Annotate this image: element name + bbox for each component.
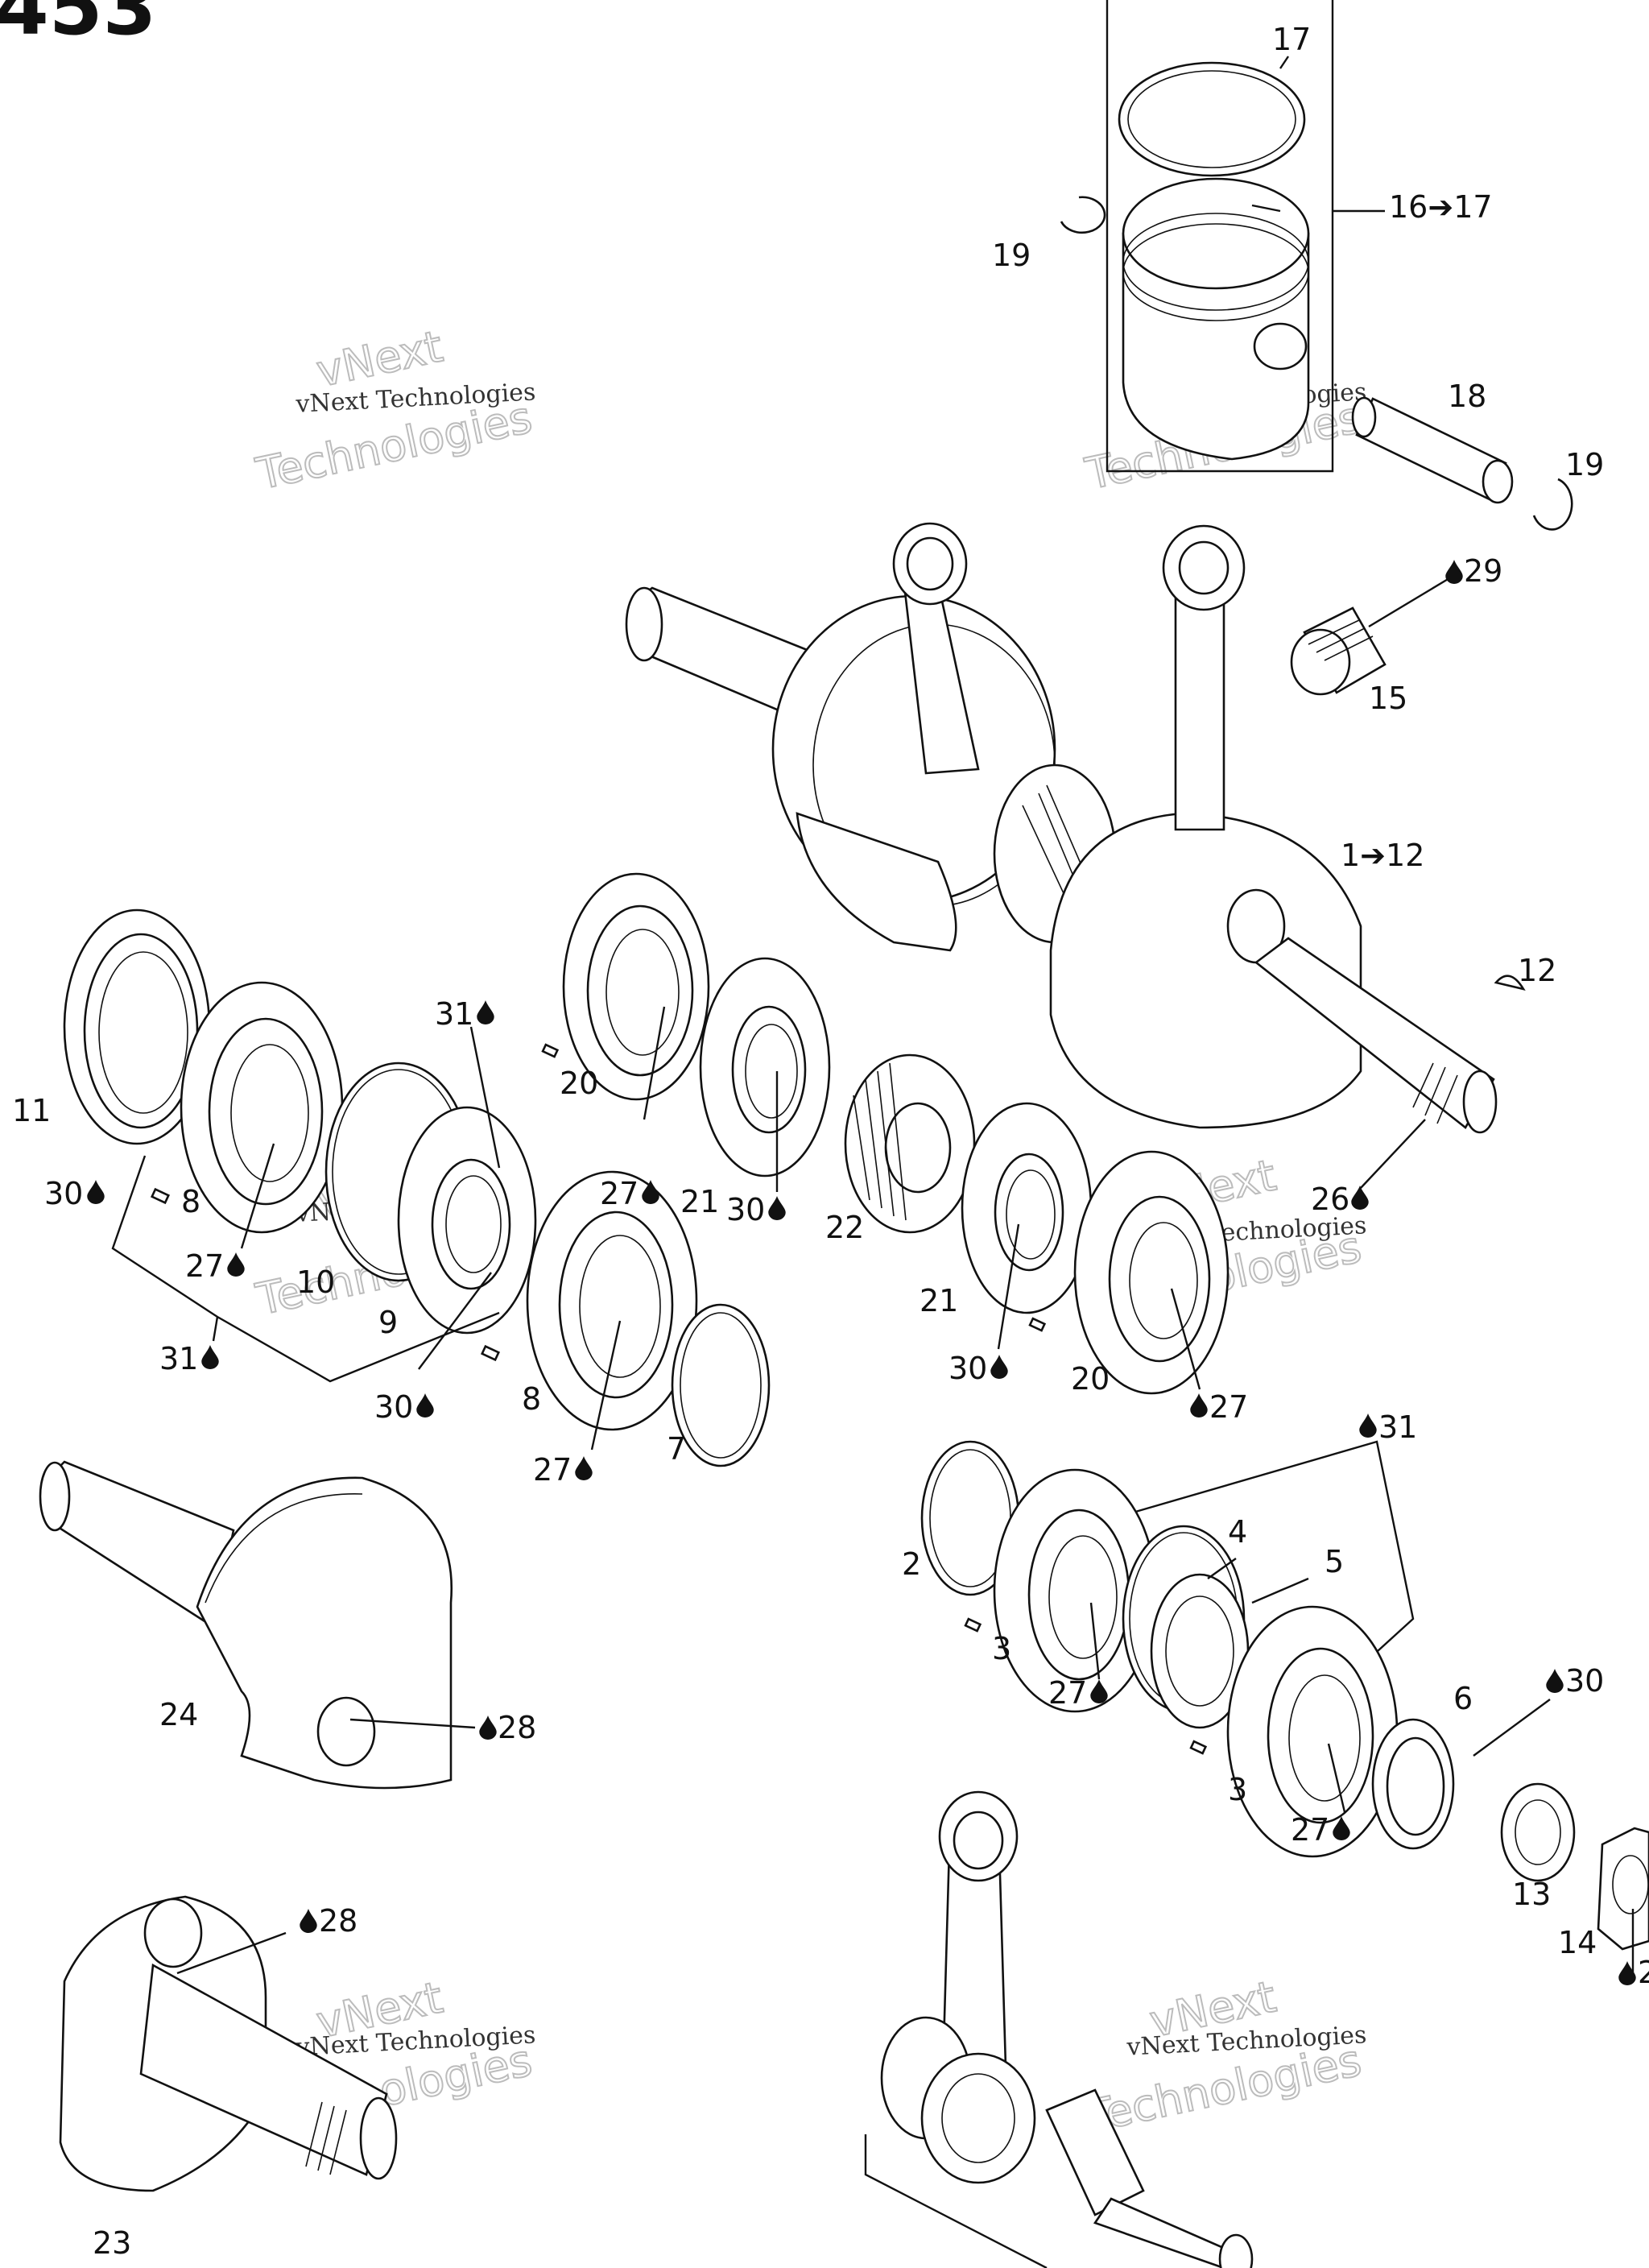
ball-bearing-3b [1189,1605,1399,1858]
label-30: 30 [44,1176,83,1211]
label-6: 6 [1453,1681,1473,1716]
seal-21a [699,957,831,1177]
label-20: 20 [1071,1361,1110,1397]
oil-drop-icon [201,1345,219,1369]
label-24: 24 [159,1697,198,1732]
label-31: 31 [1378,1409,1417,1445]
leader-lines [176,1006,1635,1981]
label-8: 8 [181,1184,200,1219]
seal-6 [1371,1718,1455,1850]
label-15: 15 [1369,681,1407,716]
woodruff-key [1494,975,1526,991]
label-12: 12 [1518,953,1556,988]
oil-drop-icon [477,1000,494,1024]
label-18: 18 [1448,379,1486,414]
label-21: 21 [680,1184,719,1219]
seal-9 [397,1106,537,1335]
seal-21b [961,1102,1093,1314]
ring-7 [671,1303,771,1467]
label-8: 8 [522,1381,541,1417]
label-23: 23 [93,2225,131,2261]
ball-bearing-8b [481,1170,698,1431]
label-27: 27 [1209,1389,1248,1425]
crank-half-24 [39,1460,453,1790]
piston-ring [1118,61,1306,177]
label-19: 19 [1565,447,1604,482]
label-30: 30 [374,1389,413,1425]
oil-drop-icon [1546,1669,1564,1693]
oil-drop-icon [768,1196,786,1220]
label-3: 3 [1228,1772,1247,1807]
label-27: 27 [600,1176,639,1211]
label-27: 27 [1291,1812,1329,1848]
oil-drop-icon [1190,1393,1208,1418]
gear-22 [844,1053,976,1234]
oil-drop-icon [87,1180,105,1204]
label-2: 2 [902,1546,921,1582]
label-22: 22 [825,1210,864,1245]
label-4: 4 [1228,1514,1247,1550]
label-13: 13 [1512,1877,1551,1912]
crankshaft-assembly [625,522,1498,1134]
label-1-12: 1➔12 [1341,838,1424,873]
label-31: 31 [159,1341,198,1376]
seal-11 [63,908,211,1145]
label-3: 3 [992,1631,1011,1666]
label-16-17: 16➔17 [1389,189,1493,225]
label-31: 31 [435,996,473,1032]
label-29: 29 [1464,553,1502,589]
oil-drop-icon [1351,1186,1369,1210]
label-27: 27 [185,1248,224,1284]
label-30: 30 [948,1351,987,1386]
watermark: vNext vNext Technologies Technologies [251,320,537,500]
label-17: 17 [1272,22,1311,57]
label-14: 14 [1558,1925,1597,1960]
label-19: 19 [992,238,1031,273]
oil-drop-icon [575,1456,593,1480]
label-9: 9 [378,1305,398,1340]
page-title: 453 [0,0,156,52]
label-27: 27 [533,1452,572,1488]
washer-13 [1500,1782,1576,1882]
label-11: 11 [12,1093,51,1128]
oil-drop-icon [990,1355,1008,1379]
ball-bearing-3a [964,1468,1157,1713]
piston [1122,232,1310,461]
oil-drop-icon [1359,1413,1377,1438]
ball-bearing-8a [151,981,344,1234]
piston-pin [1351,396,1514,504]
circlip [1532,478,1573,531]
label-7: 7 [667,1431,686,1467]
piston-group [1060,0,1573,531]
label-30: 30 [1565,1663,1604,1699]
label-20: 20 [560,1066,598,1101]
ball-bearing-20b [1028,1150,1230,1395]
oil-drop-icon [416,1393,434,1418]
label-27: 27 [1048,1675,1087,1711]
label-10: 10 [296,1264,335,1300]
circlip [1060,196,1106,234]
part-labels: 17 16➔17 19 18 19 29 15 1➔12 12 26 11 30… [12,22,1649,2261]
oil-drop-icon [300,1909,317,1933]
label-21: 21 [920,1283,958,1318]
conrod-lower [864,1790,1254,2268]
oil-drop-icon [479,1715,497,1740]
oil-drop-icon [1445,560,1463,584]
crank-half-23 [59,1895,398,2192]
label-5: 5 [1325,1544,1344,1579]
label-30: 30 [726,1192,765,1227]
label-edge: 2 [1638,1955,1649,1990]
oil-drop-icon [227,1252,245,1277]
label-26: 26 [1311,1182,1349,1217]
watermark: vNext vNext Technologies Technologies [1081,1970,1368,2143]
nut-14 [1597,1827,1649,1951]
needle-bearing [1290,577,1450,696]
label-28: 28 [498,1710,536,1745]
ball-bearing-20a [541,872,710,1101]
label-28: 28 [319,1903,357,1939]
